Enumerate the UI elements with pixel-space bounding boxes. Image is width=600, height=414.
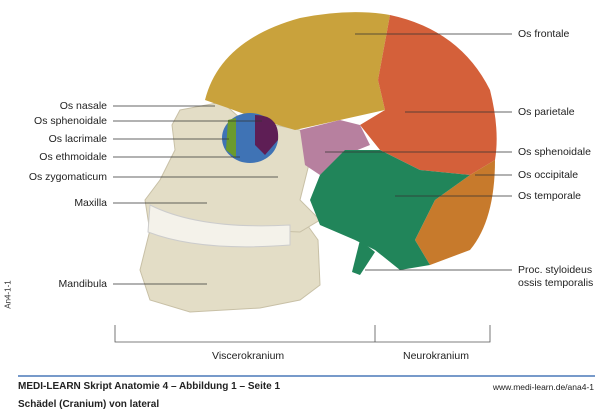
label-neurokranium: Neurokranium [403, 350, 469, 362]
label-mandibula: Mandibula [58, 278, 107, 290]
label-os-nasale: Os nasale [59, 100, 107, 112]
footer-url[interactable]: www.medi-learn.de/ana4-1 [492, 382, 594, 392]
label-styloid-2: ossis temporalis [518, 277, 594, 289]
figure-code: An4-1-1 [3, 280, 13, 309]
os-parietale [360, 15, 497, 175]
label-os-lacrimale: Os lacrimale [48, 133, 107, 145]
os-lacrimale [226, 118, 236, 158]
label-os-ethmoidale: Os ethmoidale [39, 151, 107, 163]
pointer-lines [113, 33, 512, 285]
label-styloid-1: Proc. styloideus [518, 264, 593, 276]
footer-subtitle: Schädel (Cranium) von lateral [18, 399, 160, 410]
label-os-zygomaticum: Os zygomaticum [28, 171, 107, 183]
footer-title: MEDI-LEARN Skript Anatomie 4 – Abbildung… [18, 381, 281, 392]
teeth [147, 204, 291, 248]
label-os-parietale: Os parietale [518, 106, 575, 118]
label-os-sphenoidale-right: Os sphenoidale [518, 146, 591, 158]
label-os-frontale: Os frontale [518, 28, 570, 40]
label-maxilla: Maxilla [74, 197, 107, 209]
label-os-temporale: Os temporale [518, 190, 582, 202]
os-sphenoidale-orbit [255, 115, 279, 155]
os-temporale [310, 150, 470, 270]
os-occipitale [415, 160, 495, 265]
styloid-process [352, 240, 375, 275]
label-viscerokranium: Viscerokranium [212, 350, 285, 362]
region-brackets [114, 325, 491, 343]
label-os-sphenoidale-left: Os sphenoidale [34, 115, 107, 127]
os-sphenoidale [300, 120, 370, 175]
label-os-occipitale: Os occipitale [518, 169, 579, 181]
os-frontale [205, 12, 390, 131]
